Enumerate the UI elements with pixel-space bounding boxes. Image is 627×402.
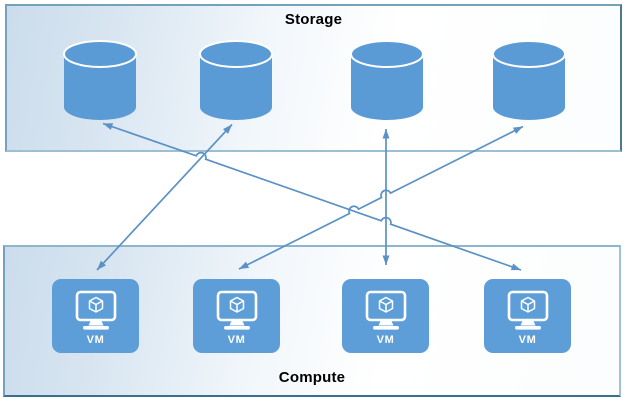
vm-node-2: VM [193, 279, 280, 353]
storage-zone-title: Storage [284, 11, 343, 28]
vm-node-4: VM [484, 279, 571, 353]
vm-node-1: VM [52, 279, 139, 353]
database-cylinder-icon [492, 40, 566, 120]
compute-zone-title: Compute [278, 369, 346, 386]
database-cylinder-icon [350, 40, 424, 120]
database-cylinder-icon [63, 40, 137, 120]
vm-label: VM [376, 334, 395, 346]
vm-label: VM [227, 334, 246, 346]
database-cylinder-icon [199, 40, 273, 120]
vm-monitor-icon [365, 290, 407, 330]
vm-node-3: VM [342, 279, 429, 353]
storage-node-1 [62, 39, 138, 123]
vm-monitor-icon [216, 290, 258, 330]
storage-node-4 [491, 39, 567, 123]
storage-node-2 [198, 39, 274, 123]
vm-label: VM [86, 334, 105, 346]
vm-monitor-icon [75, 290, 117, 330]
storage-node-3 [349, 39, 425, 123]
vm-monitor-icon [507, 290, 549, 330]
vm-label: VM [518, 334, 537, 346]
